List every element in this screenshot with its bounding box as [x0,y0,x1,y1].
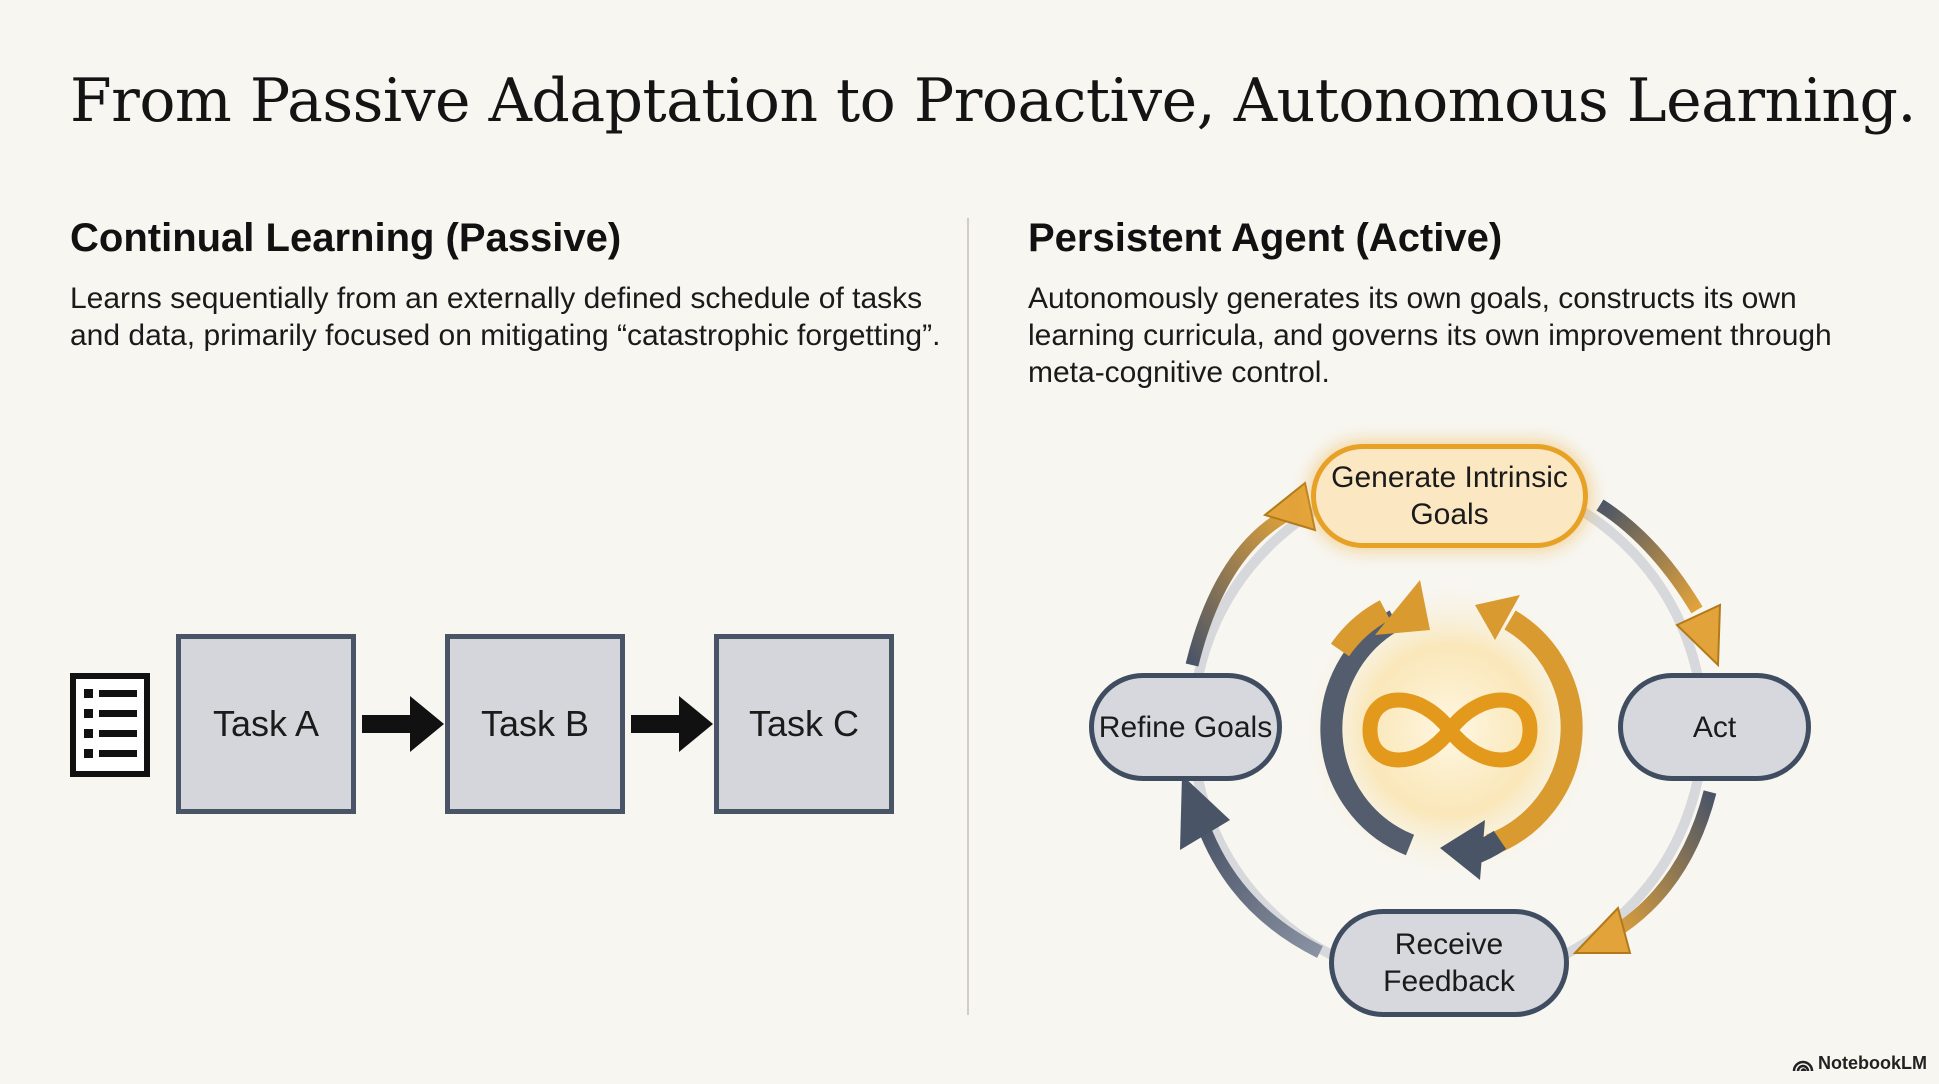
task-box-c: Task C [714,634,894,814]
node-generate-intrinsic-goals: Generate Intrinsic Goals [1311,444,1588,548]
task-box-a: Task A [176,634,356,814]
task-box-b: Task B [445,634,625,814]
node-act: Act [1618,673,1811,781]
passive-heading: Continual Learning (Passive) [70,216,622,260]
active-description: Autonomously generates its own goals, co… [1028,282,1832,389]
brand-name: NotebookLM [1818,1053,1927,1073]
column-divider [967,218,969,1015]
center-loop-arrows [1320,580,1583,880]
right-arrow-icon [362,696,444,752]
passive-description: Learns sequentially from an externally d… [70,282,941,352]
node-refine-goals: Refine Goals [1089,673,1282,781]
infinity-icon [1362,692,1538,768]
active-heading: Persistent Agent (Active) [1028,216,1503,260]
node-receive-feedback: Receive Feedback [1329,909,1569,1017]
brand-watermark: NotebookLM [1792,1053,1927,1074]
page-title: From Passive Adaptation to Proactive, Au… [70,66,1917,136]
arrow-feedback-to-refine [1180,775,1323,958]
notebooklm-logo-icon [1792,1060,1814,1071]
arrow-refine-to-generate [1185,481,1317,667]
right-arrow-icon [631,696,713,752]
arrow-act-to-feedback [1572,790,1717,954]
task-list-icon [70,673,150,777]
arrow-generate-to-act [1596,499,1722,668]
